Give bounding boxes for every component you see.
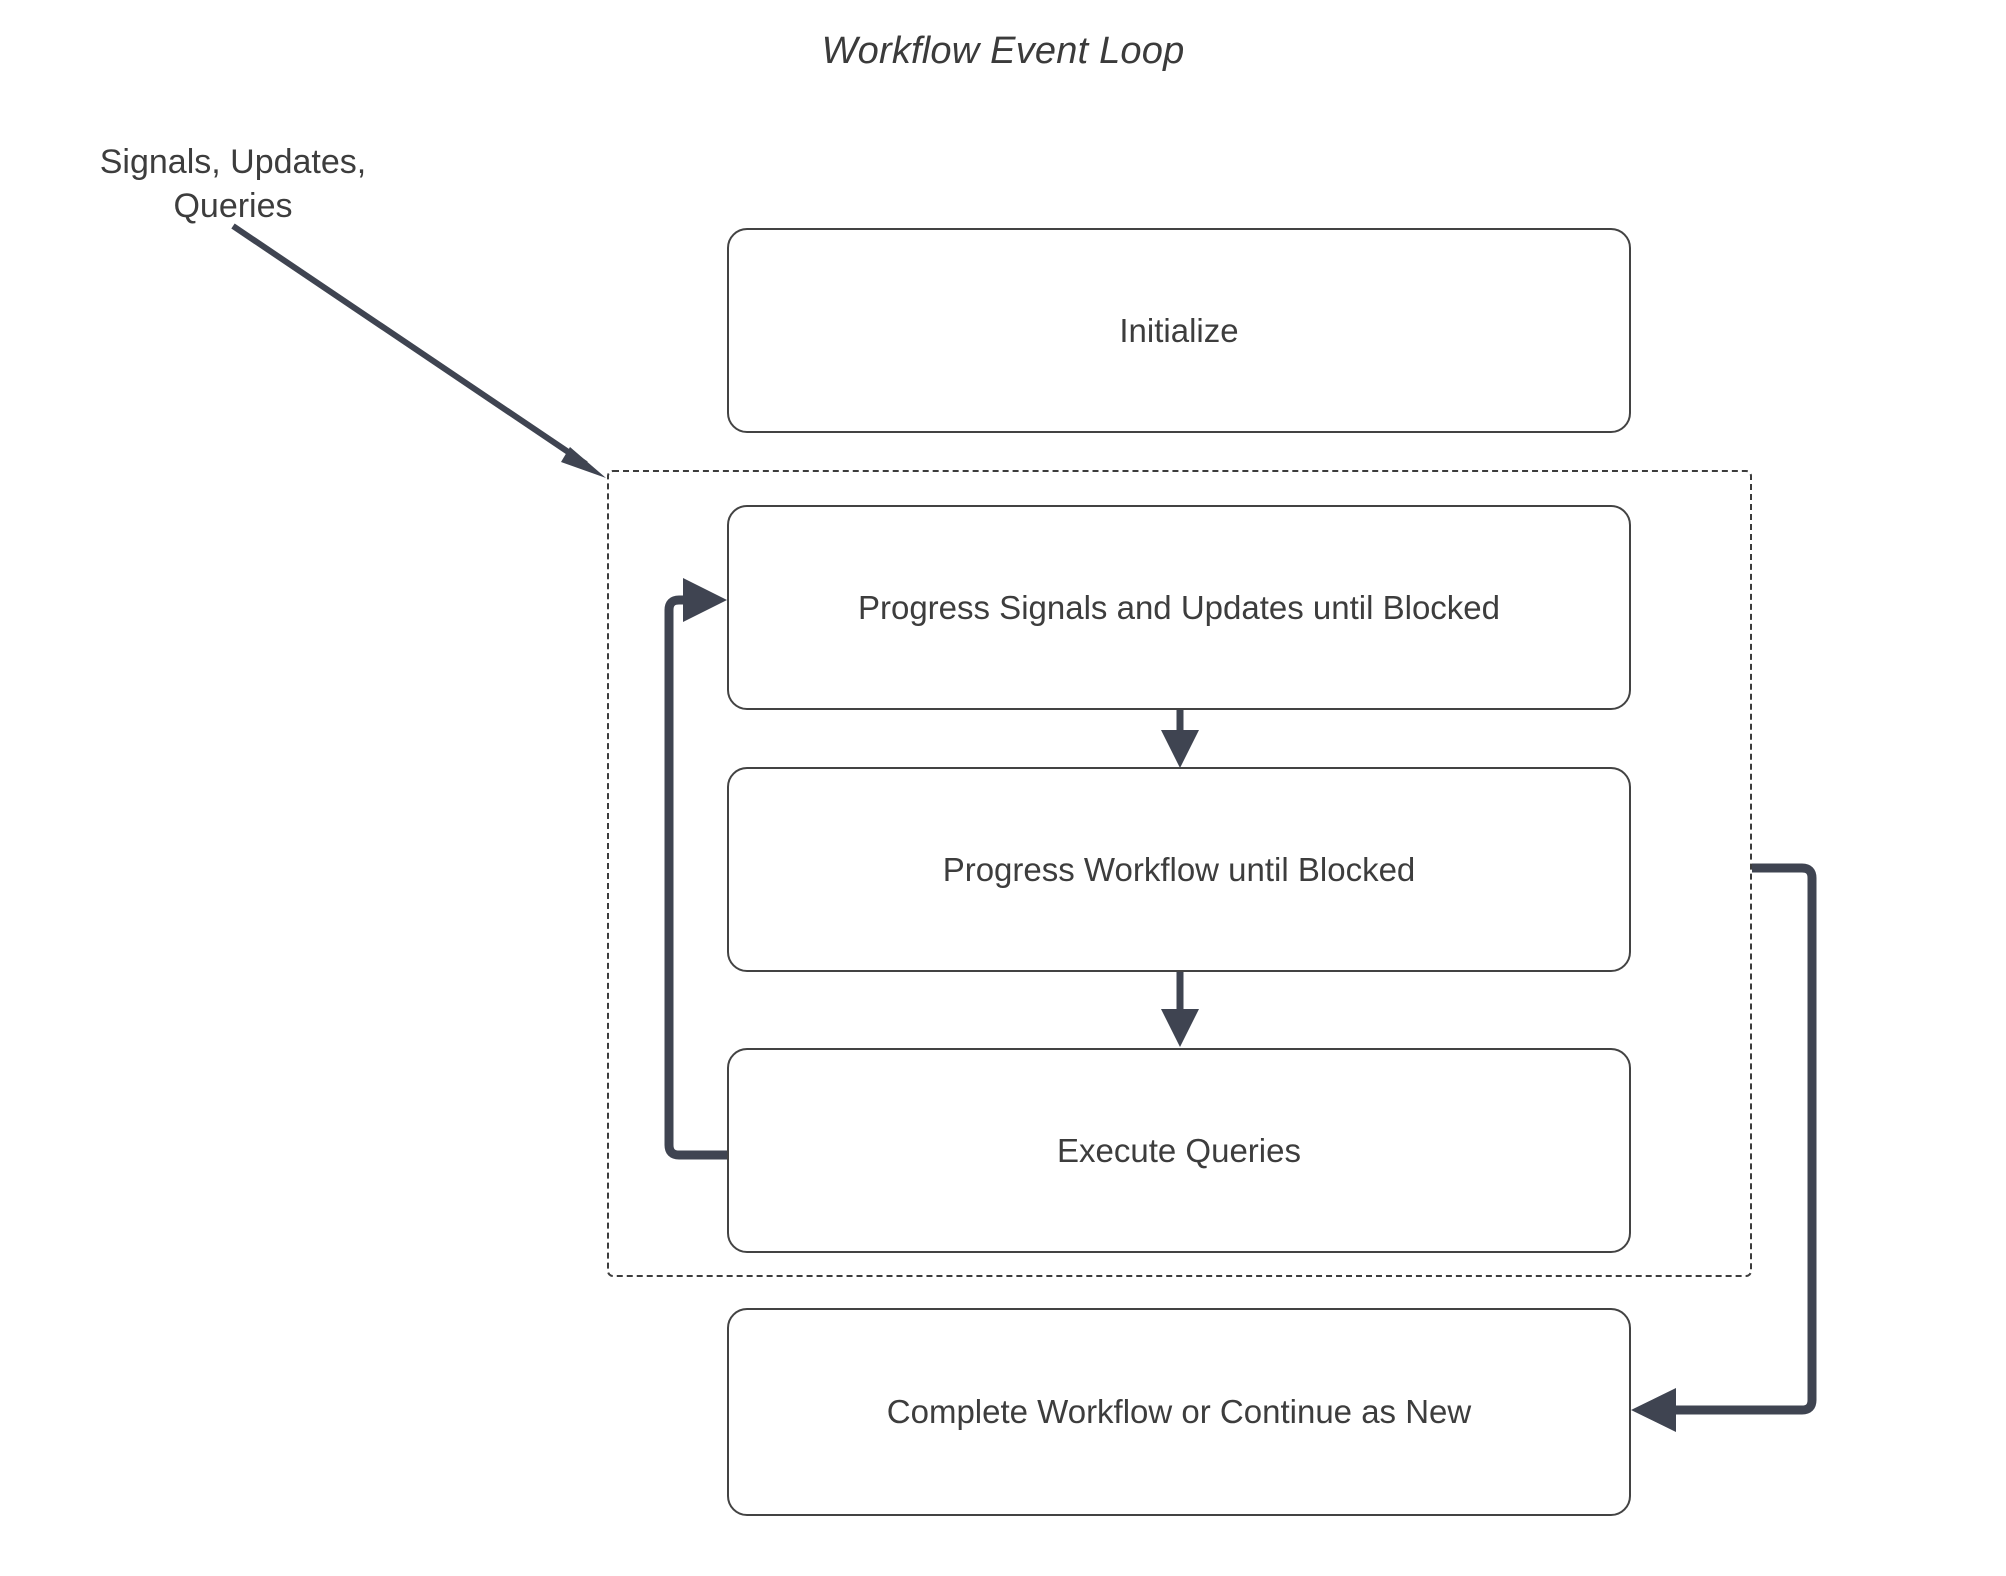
node-progress-signals-label: Progress Signals and Updates until Block… [857,588,1501,626]
edge-signals-to-loop [231,223,606,478]
node-complete-workflow[interactable]: Complete Workflow or Continue as New [727,1308,1631,1516]
node-complete-workflow-label: Complete Workflow or Continue as New [886,1393,1472,1431]
external-input-label: Signals, Updates, Queries [99,143,367,225]
node-progress-signals[interactable]: Progress Signals and Updates until Block… [727,505,1631,710]
node-execute-queries[interactable]: Execute Queries [727,1048,1631,1253]
event-loop-dashed-group [607,470,1752,1277]
node-progress-workflow-label: Progress Workflow until Blocked [942,850,1416,888]
node-execute-queries-label: Execute Queries [1057,1131,1301,1169]
node-initialize[interactable]: Initialize [727,228,1631,433]
node-progress-workflow[interactable]: Progress Workflow until Blocked [727,767,1631,972]
node-initialize-label: Initialize [1119,311,1239,349]
page-title: Workflow Event Loop [821,30,1185,72]
